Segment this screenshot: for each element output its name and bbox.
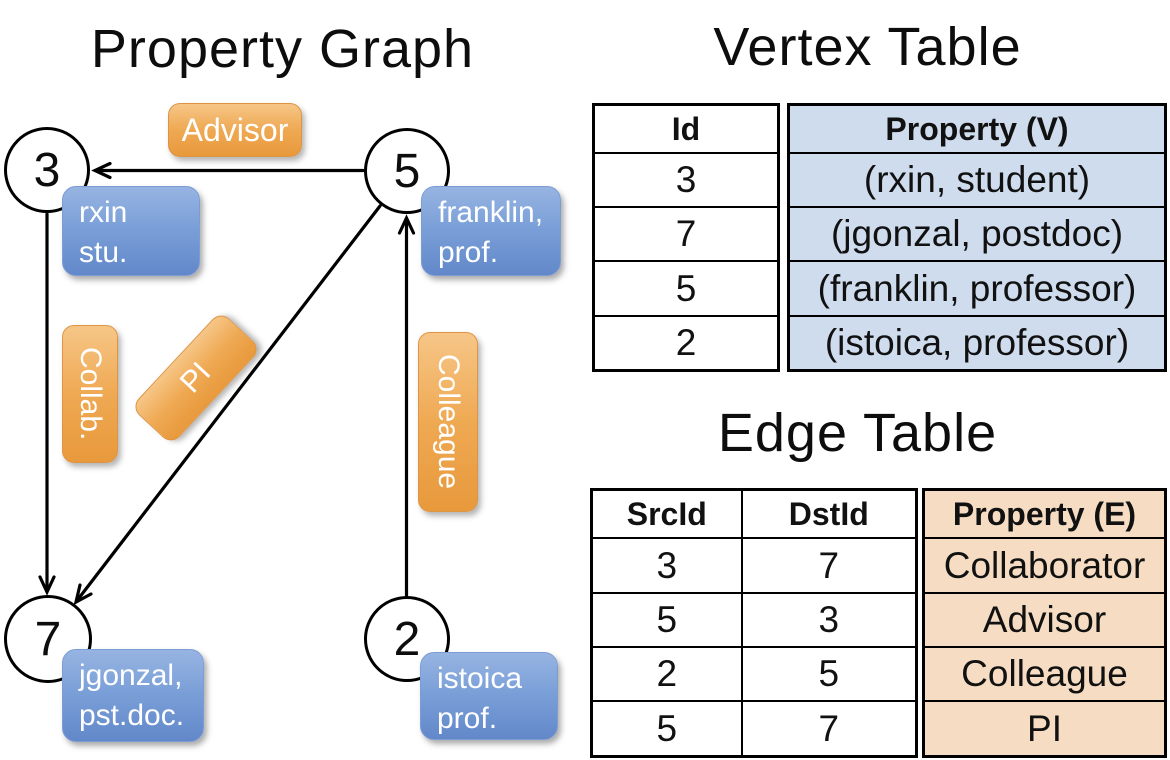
arrowhead-into-3 — [91, 161, 112, 180]
vertex-property-cell: (franklin, professor) — [787, 260, 1167, 317]
vertex-prop-box-franklin: franklin, prof. — [421, 186, 561, 276]
table-row: Colleague — [922, 646, 1167, 703]
table-row: (istoica, professor) — [787, 314, 1167, 372]
table-row: 2 5 — [590, 646, 918, 703]
table-row: PI — [922, 700, 1167, 758]
edge-dstid-cell: 5 — [740, 646, 918, 703]
arrowhead-into-7-diagonal — [73, 583, 93, 606]
vertex-table-header-property: Property (V) — [787, 103, 1167, 155]
vertex-prop-franklin-line2: prof. — [438, 236, 499, 269]
edge-property-cell: Advisor — [922, 591, 1167, 649]
table-row: 5 3 — [590, 591, 918, 649]
edge-srcid-cell: 5 — [590, 591, 743, 649]
edge-property-cell: Collaborator — [922, 537, 1167, 594]
edge-table-id-columns: SrcId DstId 3 7 5 3 2 5 5 7 — [590, 488, 918, 758]
edge-table-header-dstid: DstId — [740, 488, 918, 540]
property-graph-title: Property Graph — [90, 19, 475, 79]
edge-label-advisor: Advisor — [168, 103, 302, 157]
edge-label-collab: Collab. — [62, 325, 118, 463]
edge-property-cell: PI — [922, 700, 1167, 758]
vertex-node-2-id: 2 — [393, 612, 421, 666]
table-row: Advisor — [922, 591, 1167, 649]
table-row: Collaborator — [922, 537, 1167, 594]
vertex-property-cell: (jgonzal, postdoc) — [787, 206, 1167, 263]
edge-dstid-cell: 7 — [740, 537, 918, 594]
table-row: 5 7 — [590, 700, 918, 758]
table-row: (franklin, professor) — [787, 260, 1167, 317]
table-row: (jgonzal, postdoc) — [787, 206, 1167, 263]
table-row: 3 7 — [590, 537, 918, 594]
edge-2-5 — [397, 214, 416, 599]
vertex-id-cell: 5 — [592, 260, 780, 317]
vertex-table-id-column: Id 3 7 5 2 — [592, 103, 780, 372]
vertex-prop-jgonzal-line1: jgonzal, — [79, 659, 183, 692]
vertex-prop-box-rxin: rxin stu. — [62, 186, 200, 276]
edge-table-header-property: Property (E) — [922, 488, 1167, 540]
edge-property-cell: Colleague — [922, 646, 1167, 703]
vertex-prop-istoica-line2: prof. — [437, 702, 498, 735]
table-row: 5 — [592, 260, 780, 317]
vertex-prop-rxin-line1: rxin — [79, 196, 128, 229]
edge-table-title: Edge Table — [717, 403, 998, 463]
edge-dstid-cell: 3 — [740, 591, 918, 649]
arrowhead-into-5 — [397, 214, 416, 235]
vertex-prop-box-istoica: istoica prof. — [420, 652, 558, 740]
vertex-id-cell: 3 — [592, 152, 780, 209]
vertex-prop-franklin-line1: franklin, — [438, 196, 544, 229]
edge-3-7 — [38, 212, 56, 596]
vertex-node-5-id: 5 — [393, 144, 421, 198]
vertex-node-7-id: 7 — [34, 612, 62, 666]
vertex-table-property-column: Property (V) (rxin, student) (jgonzal, p… — [787, 103, 1167, 372]
vertex-prop-rxin-line2: stu. — [79, 236, 128, 269]
vertex-prop-box-jgonzal: jgonzal, pst.doc. — [62, 649, 204, 742]
graph-edges-svg — [38, 161, 416, 606]
table-row: 3 — [592, 152, 780, 209]
table-row: 7 — [592, 206, 780, 263]
edge-srcid-cell: 5 — [590, 700, 743, 758]
vertex-node-3-id: 3 — [33, 143, 61, 197]
vertex-property-cell: (rxin, student) — [787, 152, 1167, 209]
edge-5-7 — [73, 204, 382, 606]
edge-table-property-column: Property (E) Collaborator Advisor Collea… — [922, 488, 1167, 758]
vertex-prop-jgonzal-line2: pst.doc. — [79, 699, 185, 732]
vertex-table-title: Vertex Table — [713, 17, 1022, 77]
edge-dstid-cell: 7 — [740, 700, 918, 758]
vertex-node-2: 2 — [364, 596, 450, 682]
vertex-property-cell: (istoica, professor) — [787, 314, 1167, 372]
edge-table-header-srcid: SrcId — [590, 488, 743, 540]
table-row: (rxin, student) — [787, 152, 1167, 209]
table-row: 2 — [592, 314, 780, 372]
arrowhead-into-7-vertical — [38, 575, 56, 596]
edge-5-3 — [91, 161, 365, 180]
edge-label-colleague: Colleague — [418, 332, 478, 512]
vertex-id-cell: 2 — [592, 314, 780, 372]
vertex-prop-istoica-line1: istoica — [437, 662, 523, 695]
edge-srcid-cell: 2 — [590, 646, 743, 703]
edge-srcid-cell: 3 — [590, 537, 743, 594]
vertex-table-header-id: Id — [592, 103, 780, 155]
vertex-id-cell: 7 — [592, 206, 780, 263]
